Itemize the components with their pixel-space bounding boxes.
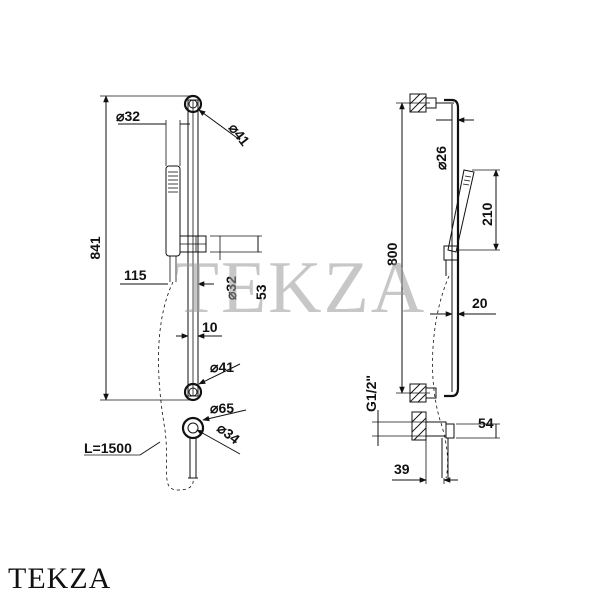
top-wall-section — [409, 93, 454, 113]
dim-26-label: ⌀26 — [433, 146, 449, 170]
thread-label: G1/2" — [363, 375, 379, 412]
dim-210-label: 210 — [479, 202, 495, 226]
bottom-bracket — [183, 382, 203, 402]
watermark: TEKZA — [174, 247, 427, 329]
dim-41-bottom-label: ⌀41 — [210, 359, 234, 375]
side-view: ⌀26 210 800 20 G1/2" 54 39 — [363, 93, 500, 484]
wall-outlet — [181, 416, 205, 479]
hand-shower — [165, 165, 181, 282]
dim-41-top-label: ⌀41 — [226, 120, 254, 149]
dim-32-holder-label: ⌀32 — [223, 276, 239, 300]
hand-shower-side — [443, 169, 475, 276]
hose — [158, 281, 194, 491]
dim-54-label: 54 — [478, 415, 494, 431]
hose-length-label: L=1500 — [84, 440, 132, 456]
brand-logo: TEKZA — [8, 562, 112, 595]
dim-20-label: 20 — [472, 295, 488, 311]
top-bracket — [183, 94, 203, 114]
front-view: 841 ⌀32 ⌀41 ⌀32 53 115 10 ⌀41 ⌀65 ⌀3 — [84, 94, 269, 491]
wall-outlet-side — [411, 411, 455, 478]
dim-841-label: 841 — [87, 236, 103, 260]
dim-39-label: 39 — [394, 461, 410, 477]
dim-53-label: 53 — [253, 284, 269, 300]
dim-115-label: 115 — [124, 267, 147, 283]
dim-65-label: ⌀65 — [210, 400, 234, 416]
side-rail — [444, 98, 460, 398]
dim-34-label: ⌀34 — [214, 420, 243, 448]
dim-800-label: 800 — [384, 242, 400, 266]
hose-side — [432, 275, 450, 479]
dim-10-label: 10 — [202, 319, 218, 335]
dim-32-top-label: ⌀32 — [116, 108, 140, 124]
